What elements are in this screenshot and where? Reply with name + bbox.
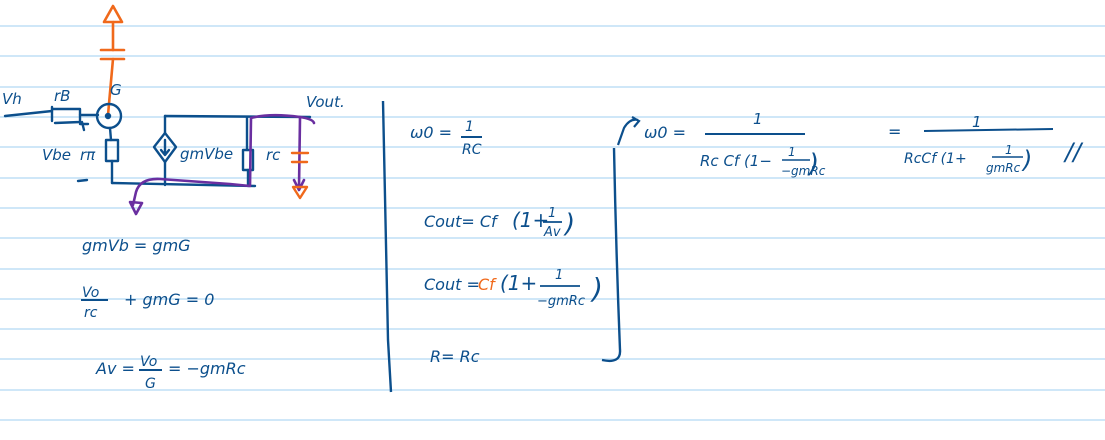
ruled-line: [0, 25, 1105, 27]
cout1-paren-open: (1+: [512, 208, 549, 232]
ruled-line: [0, 328, 1105, 330]
ruled-line: [0, 389, 1105, 391]
rb-resistor: [50, 105, 82, 125]
middle-block: ω0 = 1 RC Cout= Cf (1+ 1 Av ) Cout = Cf …: [381, 100, 622, 393]
right-bracket: [601, 147, 622, 363]
frac1-denominator: Rc Cf (1−: [700, 152, 772, 170]
small-signal-circuit: Vh rB G Vbe rπ gmVbe rc Vout.: [2, 4, 345, 216]
eq3-lhs: Av =: [95, 359, 135, 378]
vout-label: Vout.: [306, 93, 345, 111]
rpi-label: rπ: [80, 146, 96, 164]
ruled-line: [0, 358, 1105, 360]
eq3-numerator: Vo: [140, 354, 157, 370]
vbe-label: Vbe: [42, 146, 71, 164]
w0-denominator: RC: [462, 142, 482, 158]
ruled-line: [0, 55, 1105, 57]
cout1-denominator: Av: [543, 225, 561, 240]
eq3-rest: = −gmRc: [168, 359, 246, 378]
ruled-line: [0, 298, 1105, 300]
w0-result-lhs: ω0 =: [644, 123, 686, 142]
left-equations: gmVb = gmG Vo rc + gmG = 0 Av = Vo G = −…: [81, 236, 246, 392]
ground-arrow-icon: [291, 185, 309, 200]
ruled-line: [0, 86, 1105, 88]
equals-sign: =: [888, 122, 901, 141]
ruled-line: [0, 207, 1105, 209]
right-block: ω0 = 1 Rc Cf (1− 1 −gmRc ) = 1 RcCf (1+ …: [616, 110, 1084, 179]
ruled-line: [0, 177, 1105, 179]
source-label: gmVbe: [180, 145, 233, 163]
ruled-line: [0, 268, 1105, 270]
cout1-lhs: Cout= Cf: [424, 212, 499, 231]
w0-numerator: 1: [465, 119, 474, 135]
frac2-paren-close: ): [1021, 146, 1032, 174]
frac1-inner-numerator: 1: [788, 145, 796, 159]
rb-label: rB: [54, 87, 70, 105]
current-arrow-icon: [159, 138, 171, 157]
eq-gm-relation: gmVb = gmG: [82, 236, 191, 255]
r-equals-rc: R= Rc: [430, 347, 480, 366]
frac2-inner-numerator: 1: [1005, 143, 1013, 157]
output-capacitor: [290, 151, 310, 200]
eq2-numerator: Vo: [82, 285, 99, 301]
eq2-rest: + gmG = 0: [124, 290, 214, 309]
frac1-paren-close: ): [807, 149, 819, 179]
frac1-numerator: 1: [753, 110, 763, 128]
end-mark: //: [1063, 138, 1084, 166]
divider-line: [381, 100, 393, 393]
rc-label: rc: [266, 146, 281, 164]
feedback-capacitor: [99, 4, 126, 117]
cout2-numerator: 1: [555, 268, 563, 283]
node-g-label: G: [110, 81, 122, 99]
ground-arrow-icon: [102, 4, 124, 24]
vin-label: Vh: [2, 90, 22, 108]
eq3-denominator: G: [145, 376, 156, 392]
cout2-denominator: −gmRc: [537, 294, 585, 309]
highlighted-ground-path: [128, 113, 316, 216]
eq2-denominator: rc: [84, 305, 98, 321]
cout1-paren-close: ): [563, 209, 575, 239]
frac2-numerator: 1: [972, 113, 982, 131]
cout2-paren-close: ): [590, 272, 603, 305]
cout2-paren-open: (1+: [500, 271, 537, 295]
frac2-denominator: RcCf (1+: [904, 151, 967, 167]
frac1-inner-denominator: −gmRc: [781, 164, 826, 178]
ruled-line: [0, 237, 1105, 239]
ruled-line: [0, 419, 1105, 421]
cout1-numerator: 1: [548, 206, 556, 221]
cout2-lhs: Cout =: [424, 275, 480, 294]
ground-arrow-icon: [128, 200, 144, 216]
ruled-line: [0, 116, 1105, 118]
frac2-inner-denominator: gmRc: [986, 161, 1021, 175]
arrow-icon: [616, 116, 641, 146]
ruled-line: [0, 146, 1105, 148]
rpi-resistor: [104, 138, 120, 163]
cout2-cf-highlight: Cf: [478, 275, 497, 294]
w0-lhs: ω0 =: [410, 123, 452, 142]
